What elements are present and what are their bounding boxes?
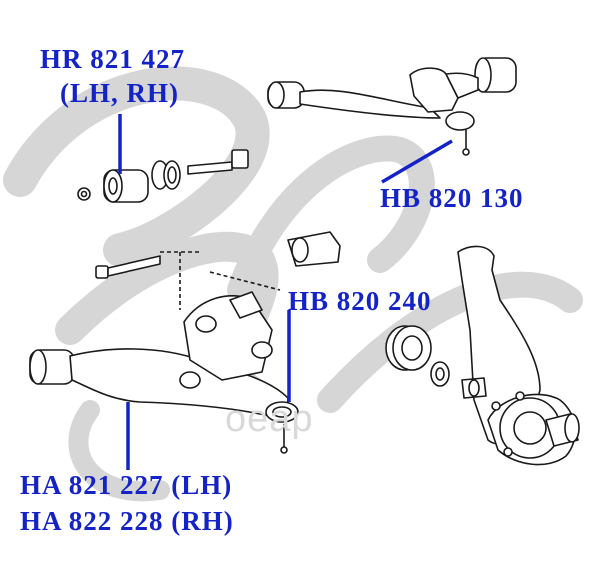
upper-bushing-parts <box>77 149 249 203</box>
label-upper-bushing-part: HR 821 427 <box>40 44 185 74</box>
watermark-text: oeap <box>225 398 314 440</box>
label-lower-arm-lh: HA 821 227 (LH) <box>20 470 233 500</box>
lower-control-arm <box>29 291 299 454</box>
label-lower-ball-joint: HB 820 240 <box>288 286 432 316</box>
upper-control-arm <box>267 57 517 156</box>
label-upper-ball-joint: HB 820 130 <box>380 183 524 213</box>
label-upper-bushing-side: (LH, RH) <box>60 78 179 108</box>
parts-drawing <box>29 57 580 466</box>
lower-bolt-bracket <box>95 231 341 310</box>
leader-lines <box>118 114 453 470</box>
leader-upper-ball-joint <box>381 139 453 184</box>
steering-knuckle-hub <box>385 245 580 466</box>
label-lower-arm-rh: HA 822 228 (RH) <box>20 506 234 536</box>
